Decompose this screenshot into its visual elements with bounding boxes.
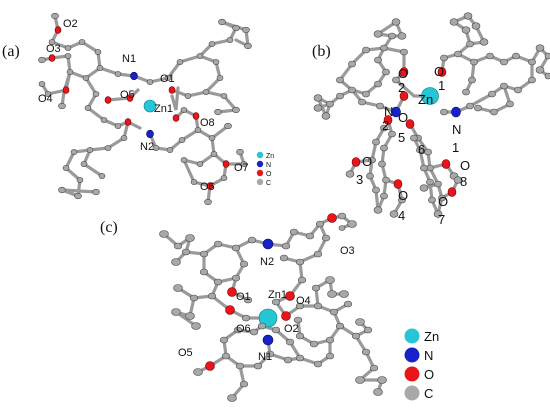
atom-label: Zn1: [154, 103, 173, 115]
panel-c-atoms: [159, 212, 387, 402]
atom-label: N2: [140, 141, 154, 153]
legend-label-n: N: [266, 162, 271, 169]
legend-swatch-c: [256, 178, 264, 186]
panel-c-label: (c): [100, 219, 118, 236]
panel-a-legend: Zn N O C: [256, 151, 274, 187]
panel-b: (b): [312, 12, 550, 227]
atom-label: O7: [234, 162, 249, 174]
atom-label: O: [398, 188, 408, 203]
legend-swatch-o: [404, 366, 420, 382]
legend-label-zn: Zn: [424, 329, 439, 344]
atom-label: Zn: [418, 92, 433, 107]
atom-label: O6: [200, 181, 215, 193]
atom-label: 7: [438, 212, 445, 227]
legend-swatch-zn: [256, 151, 264, 159]
legend-label-o: O: [424, 367, 434, 382]
legend-label-n: N: [424, 348, 433, 363]
atom-label: N: [452, 122, 461, 137]
legend-label-o: O: [266, 171, 272, 178]
atom-label: N1: [258, 351, 272, 363]
atom-label: O5: [120, 89, 135, 101]
panel-a-atoms: [38, 12, 252, 206]
atom-label: N1: [122, 53, 136, 65]
atom-label: 4: [398, 208, 405, 223]
panel-a: (a): [2, 12, 274, 206]
legend-label-zn: Zn: [266, 153, 274, 160]
atom-label: Zn1: [268, 289, 287, 301]
atom-label: O2: [284, 323, 299, 335]
panel-b-atom-labels: O 2 Zn O 1 N 2 O 5 6 N 1 O 3 O 4 O 8 O 7: [356, 64, 470, 227]
atom-label: 2: [382, 118, 389, 133]
panel-c-legend: Zn N O C: [404, 328, 439, 401]
atom-label: O4: [296, 295, 311, 307]
atom-label: 8: [460, 174, 467, 189]
panel-c: (c): [100, 212, 439, 402]
atom-label: O3: [46, 43, 61, 55]
legend-swatch-o: [256, 169, 264, 177]
atom-label: O6: [236, 323, 251, 335]
atom-label: N: [384, 104, 393, 119]
atom-label: O: [398, 66, 408, 81]
legend-label-c: C: [266, 180, 271, 187]
atom-label: O: [460, 158, 470, 173]
panel-a-label: (a): [2, 43, 20, 60]
atom-label: O1: [160, 73, 175, 85]
atom-label: O4: [38, 93, 53, 105]
atom-label: O: [434, 64, 444, 79]
atom-label: O: [438, 194, 448, 209]
atom-label: 2: [398, 80, 405, 95]
atom-label: O1: [236, 291, 251, 303]
atom-label: 5: [398, 130, 405, 145]
atom-label: 1: [452, 140, 459, 155]
atom-label: 3: [356, 172, 363, 187]
legend-swatch-c: [404, 385, 420, 401]
legend-label-c: C: [424, 386, 433, 401]
panel-c-atom-labels: N2 O3 Zn1 O1 O4 O6 O2 N1 O5: [178, 245, 355, 363]
atom-label: O8: [200, 117, 215, 129]
atom-label: O: [362, 154, 372, 169]
panel-b-label: (b): [312, 43, 331, 60]
atom-label: O5: [178, 347, 193, 359]
panel-b-atoms: [313, 12, 550, 218]
atom-label: O: [398, 110, 408, 125]
atom-label: O3: [340, 245, 355, 257]
atom-label: O2: [63, 18, 78, 30]
atom-label: N2: [260, 256, 274, 268]
legend-swatch-n: [404, 347, 420, 363]
atom-label: 1: [438, 78, 445, 93]
legend-swatch-zn: [404, 328, 420, 344]
atom-label: 6: [418, 142, 425, 157]
panel-a-atom-labels: O2 O3 O4 N1 O1 O5 Zn1 O8 N2 O7 O6: [38, 18, 249, 193]
legend-swatch-n: [256, 160, 264, 168]
